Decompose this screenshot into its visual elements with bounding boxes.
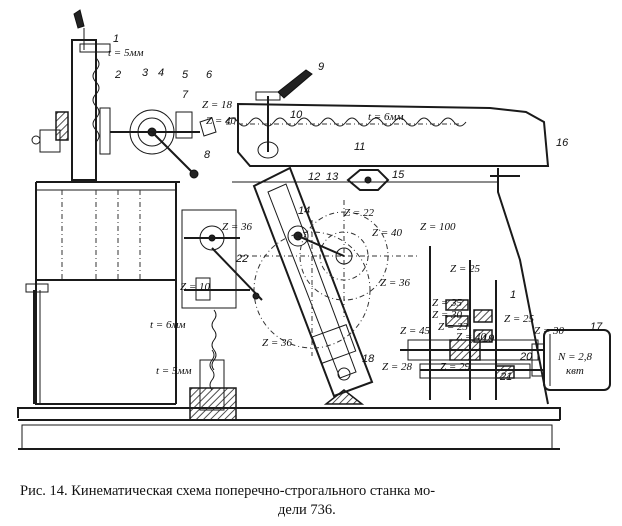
- label-10: 10: [290, 109, 303, 121]
- crank-gear: [240, 200, 420, 356]
- z40c: Z = 40: [456, 331, 487, 343]
- rocker-arm: [252, 166, 374, 405]
- label-14: 14: [298, 205, 310, 217]
- z18: Z = 18: [202, 99, 233, 111]
- bracket-15: [346, 169, 390, 191]
- caption-line-1: Рис. 14. Кинематическая схема поперечно-…: [20, 483, 436, 499]
- machine-column: [35, 168, 549, 405]
- pitch-top: t = 5мм: [108, 47, 144, 59]
- label-12: 12: [308, 171, 320, 183]
- z40a: Z = 40: [206, 115, 237, 127]
- label-22: 22: [235, 253, 248, 265]
- label-21: 21: [499, 371, 512, 383]
- label-8: 8: [204, 149, 211, 161]
- pitch-left-2: t = 5мм: [156, 365, 192, 377]
- feed-box-left: [181, 209, 263, 309]
- z100: Z = 100: [420, 221, 456, 233]
- z28: Z = 28: [382, 361, 413, 373]
- pitch-ram: t = 6мм: [368, 111, 404, 123]
- part-labels: 1 2 3 4 5 6 7 8 9 10 11 12 13 14 15 16 1…: [113, 33, 603, 383]
- z36b: Z = 36: [380, 277, 411, 289]
- z25a: Z = 25: [450, 263, 481, 275]
- label-7: 7: [182, 89, 189, 101]
- label-9: 9: [318, 61, 324, 73]
- label-17: 17: [590, 321, 603, 333]
- vertical-screw: [189, 309, 237, 421]
- label-3: 3: [142, 67, 149, 79]
- gearbox: [400, 246, 544, 400]
- motor-power: N = 2,8: [557, 351, 593, 363]
- pitch-left: t = 6мм: [150, 319, 186, 331]
- z35: Z = 35: [432, 297, 463, 309]
- label-5: 5: [182, 69, 189, 81]
- z36c: Z = 36: [262, 337, 293, 349]
- label-20: 20: [519, 351, 533, 363]
- z30b: Z = 30: [534, 325, 565, 337]
- label-18: 18: [362, 353, 375, 365]
- motor: [531, 329, 611, 391]
- parameter-labels: t = 5мм t = 6мм t = 6мм t = 5мм Z = 18 Z…: [108, 47, 593, 377]
- handwheel-9: [255, 69, 313, 159]
- kinematic-scheme: 1 2 3 4 5 6 7 8 9 10 11 12 13 14 15 16 1…: [17, 9, 611, 450]
- label-19: 19: [482, 333, 494, 345]
- label-13: 13: [326, 171, 339, 183]
- z29: Z = 29: [440, 361, 471, 373]
- z30a: Z = 30: [432, 309, 463, 321]
- motor-unit: квт: [566, 365, 584, 377]
- ram: [225, 102, 550, 167]
- z40b: Z = 40: [372, 227, 403, 239]
- label-1b: 1: [510, 289, 516, 301]
- z36a: Z = 36: [222, 221, 253, 233]
- caption-line-2: дели 736.: [278, 502, 336, 518]
- feed-gear-top: [110, 109, 217, 179]
- table-support: [25, 283, 49, 404]
- figure-caption: Рис. 14. Кинематическая схема поперечно-…: [20, 482, 610, 520]
- label-15: 15: [392, 169, 405, 181]
- z10: Z = 10: [180, 281, 211, 293]
- tool-head: [31, 9, 111, 181]
- z22: Z = 22: [344, 207, 375, 219]
- z25b: Z = 25: [504, 313, 535, 325]
- label-1: 1: [113, 33, 119, 45]
- label-4: 4: [158, 67, 164, 79]
- label-6: 6: [206, 69, 213, 81]
- z23: Z = 23: [438, 321, 469, 333]
- label-2: 2: [114, 69, 121, 81]
- z45: Z = 45: [400, 325, 431, 337]
- machine-base: [17, 407, 561, 450]
- label-11: 11: [354, 141, 365, 153]
- label-16: 16: [556, 137, 569, 149]
